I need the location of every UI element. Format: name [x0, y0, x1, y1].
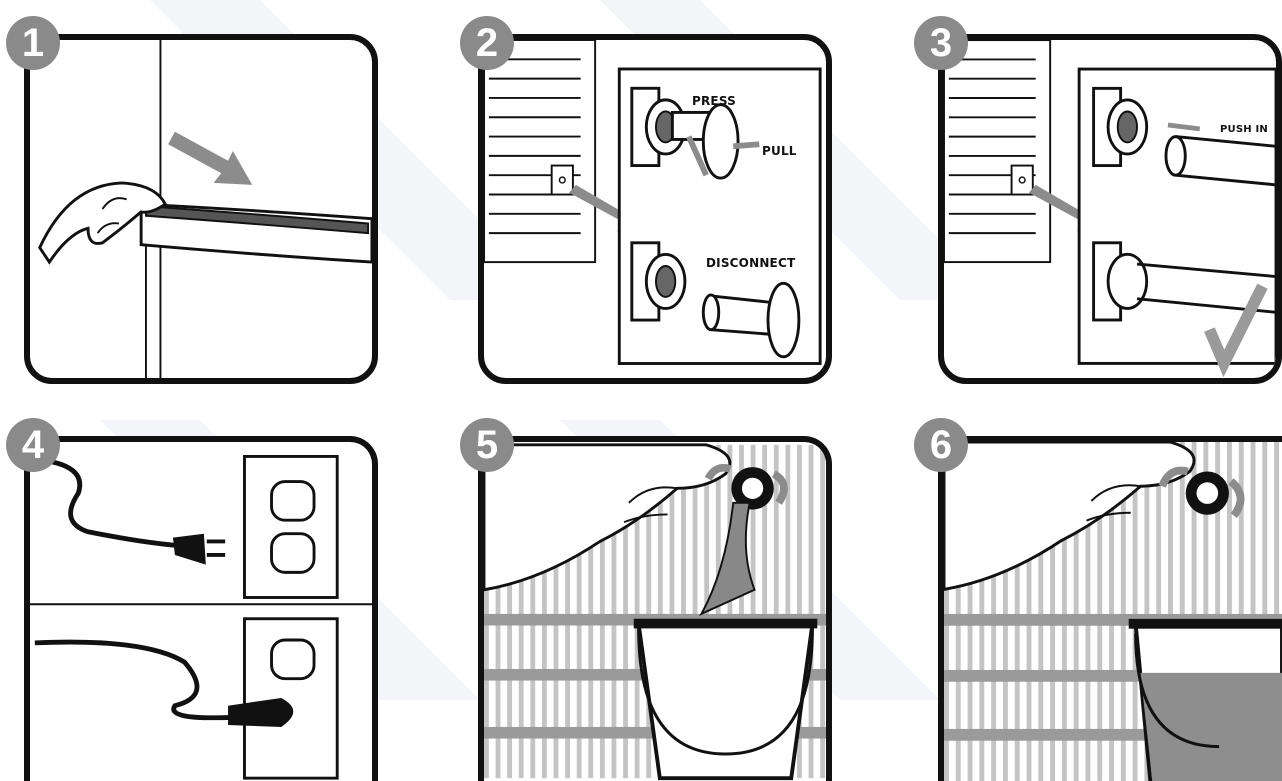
step-4-illustration	[30, 442, 372, 781]
step-6-badge: 6	[914, 418, 968, 472]
step-2-illustration	[484, 40, 826, 378]
step-3-illustration	[944, 40, 1276, 378]
step-1-badge: 1	[6, 16, 60, 70]
step-5-badge: 5	[460, 418, 514, 472]
step-5-panel	[478, 436, 832, 781]
step-4-badge: 4	[6, 418, 60, 472]
step-5-illustration	[484, 442, 826, 781]
disconnect-label: DISCONNECT	[706, 256, 795, 270]
push-in-label: PUSH IN	[1220, 124, 1268, 135]
step-2-panel: PRESS PULL DISCONNECT	[478, 34, 832, 384]
step-1-illustration	[30, 40, 372, 378]
step-3-badge: 3	[914, 16, 968, 70]
step-4-panel	[24, 436, 378, 781]
press-label: PRESS	[692, 94, 736, 108]
step-2-badge: 2	[460, 16, 514, 70]
step-6-panel	[938, 436, 1282, 781]
pull-label: PULL	[762, 144, 797, 158]
step-3-panel: PUSH IN	[938, 34, 1282, 384]
step-1-panel	[24, 34, 378, 384]
step-6-illustration	[944, 442, 1282, 781]
